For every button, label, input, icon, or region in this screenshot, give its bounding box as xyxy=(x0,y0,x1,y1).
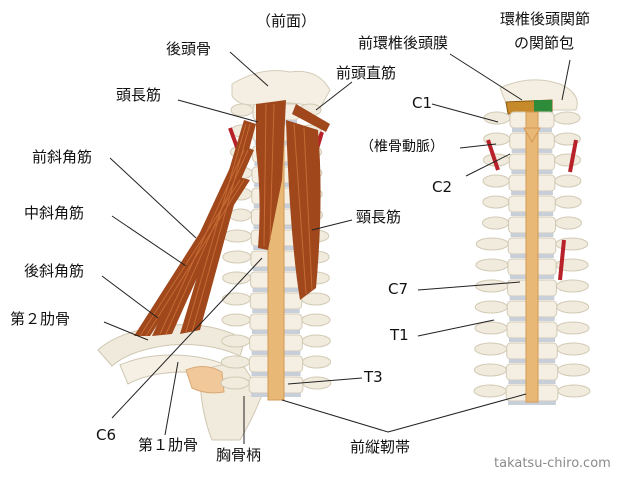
label-c6: C6 xyxy=(96,426,117,444)
label-c1: C1 xyxy=(412,94,433,112)
label-posterior-scalene: 後斜角筋 xyxy=(24,262,85,280)
transverse-process xyxy=(473,363,507,377)
muscle-fiber xyxy=(263,103,267,247)
atlanto-occipital-joint-capsule xyxy=(534,100,552,112)
transverse-process xyxy=(554,174,582,188)
label-capsule-line2: の関節包 xyxy=(514,34,575,52)
transverse-process xyxy=(555,216,582,230)
label-capsule-line1: 環椎後頭関節 xyxy=(500,10,591,28)
muscle-fiber xyxy=(269,103,275,241)
label-anterior-scalene: 前斜角筋 xyxy=(32,148,93,166)
muscle-fiber xyxy=(159,149,245,335)
transverse-process xyxy=(555,279,589,293)
label-t1: T1 xyxy=(390,326,409,344)
transverse-process xyxy=(222,271,252,285)
label-anterior-atlanto-occipital-membrane: 前環椎後頭膜 xyxy=(358,34,449,52)
transverse-process xyxy=(556,321,590,335)
transverse-process xyxy=(482,174,510,188)
left-vertebra xyxy=(220,376,332,397)
muscle-fiber xyxy=(293,123,307,295)
transverse-process xyxy=(554,153,582,167)
rectus-capitis-anterior xyxy=(292,104,330,132)
label-c2: C2 xyxy=(432,178,453,196)
label-rectus-capitis-anterior: 前頭直筋 xyxy=(336,64,397,82)
transverse-process xyxy=(475,237,509,251)
label-anterior-longitudinal-ligament: 前縦靭帯 xyxy=(350,438,411,456)
longus-capitis xyxy=(256,100,286,250)
muscle-fiber xyxy=(303,127,313,291)
transverse-process xyxy=(221,313,251,327)
ligament-arrow xyxy=(523,127,541,144)
transverse-process xyxy=(220,376,250,390)
transverse-process xyxy=(229,208,252,222)
label-longus-capitis: 頭長筋 xyxy=(116,86,162,104)
transverse-process xyxy=(302,376,332,390)
transverse-process xyxy=(555,237,589,251)
transverse-process xyxy=(474,300,508,314)
transverse-process xyxy=(553,111,581,125)
transverse-process xyxy=(222,229,252,243)
transverse-process xyxy=(221,334,251,348)
muscle-fiber xyxy=(145,179,245,337)
transverse-process xyxy=(473,384,507,398)
right-vertebra xyxy=(473,384,591,405)
label-longus-colli: 頸長筋 xyxy=(356,208,402,226)
left-spine xyxy=(97,70,332,441)
left-vertebra xyxy=(221,334,331,355)
transverse-process xyxy=(556,300,590,314)
transverse-process xyxy=(220,355,250,369)
transverse-process xyxy=(474,342,508,356)
muscle-fiber xyxy=(185,123,247,333)
transverse-process xyxy=(221,292,251,306)
label-t3: T3 xyxy=(364,368,383,386)
vertebral-artery-right-c xyxy=(558,239,566,281)
transverse-process xyxy=(475,279,509,293)
transverse-process xyxy=(482,195,510,209)
label-occipital-bone: 後頭骨 xyxy=(166,40,212,58)
label-first-rib: 第１肋骨 xyxy=(138,436,199,454)
label-vertebral-artery: （椎骨動脈） xyxy=(360,139,444,155)
transverse-process xyxy=(556,342,590,356)
label-manubrium: 胸骨柄 xyxy=(216,446,262,464)
transverse-process xyxy=(557,363,591,377)
transverse-process xyxy=(554,195,582,209)
transverse-process xyxy=(302,355,332,369)
muscle-fiber xyxy=(139,179,241,337)
costal-cartilage xyxy=(185,366,225,394)
transverse-process xyxy=(557,384,591,398)
transverse-process xyxy=(230,103,254,117)
anterior-longitudinal-ligament-right xyxy=(525,111,539,403)
label-middle-scalene: 中斜角筋 xyxy=(24,204,85,222)
right-spine xyxy=(473,79,591,405)
diagram-title: （前面） xyxy=(256,12,317,30)
transverse-process xyxy=(475,258,509,272)
transverse-process xyxy=(301,334,331,348)
transverse-process xyxy=(474,321,508,335)
longus-colli xyxy=(286,120,321,300)
transverse-process xyxy=(482,216,509,230)
muscle-fiber xyxy=(165,149,249,335)
muscle-fibers xyxy=(139,103,313,337)
leader-lines xyxy=(101,51,571,444)
label-c7: C7 xyxy=(388,280,409,298)
label-second-rib: 第２肋骨 xyxy=(10,310,71,328)
transverse-process xyxy=(222,250,252,264)
transverse-process xyxy=(301,313,331,327)
intervertebral-disc xyxy=(508,401,556,405)
vertebral-artery-right-b xyxy=(568,139,578,173)
watermark: takatsu-chiro.com xyxy=(494,456,611,471)
